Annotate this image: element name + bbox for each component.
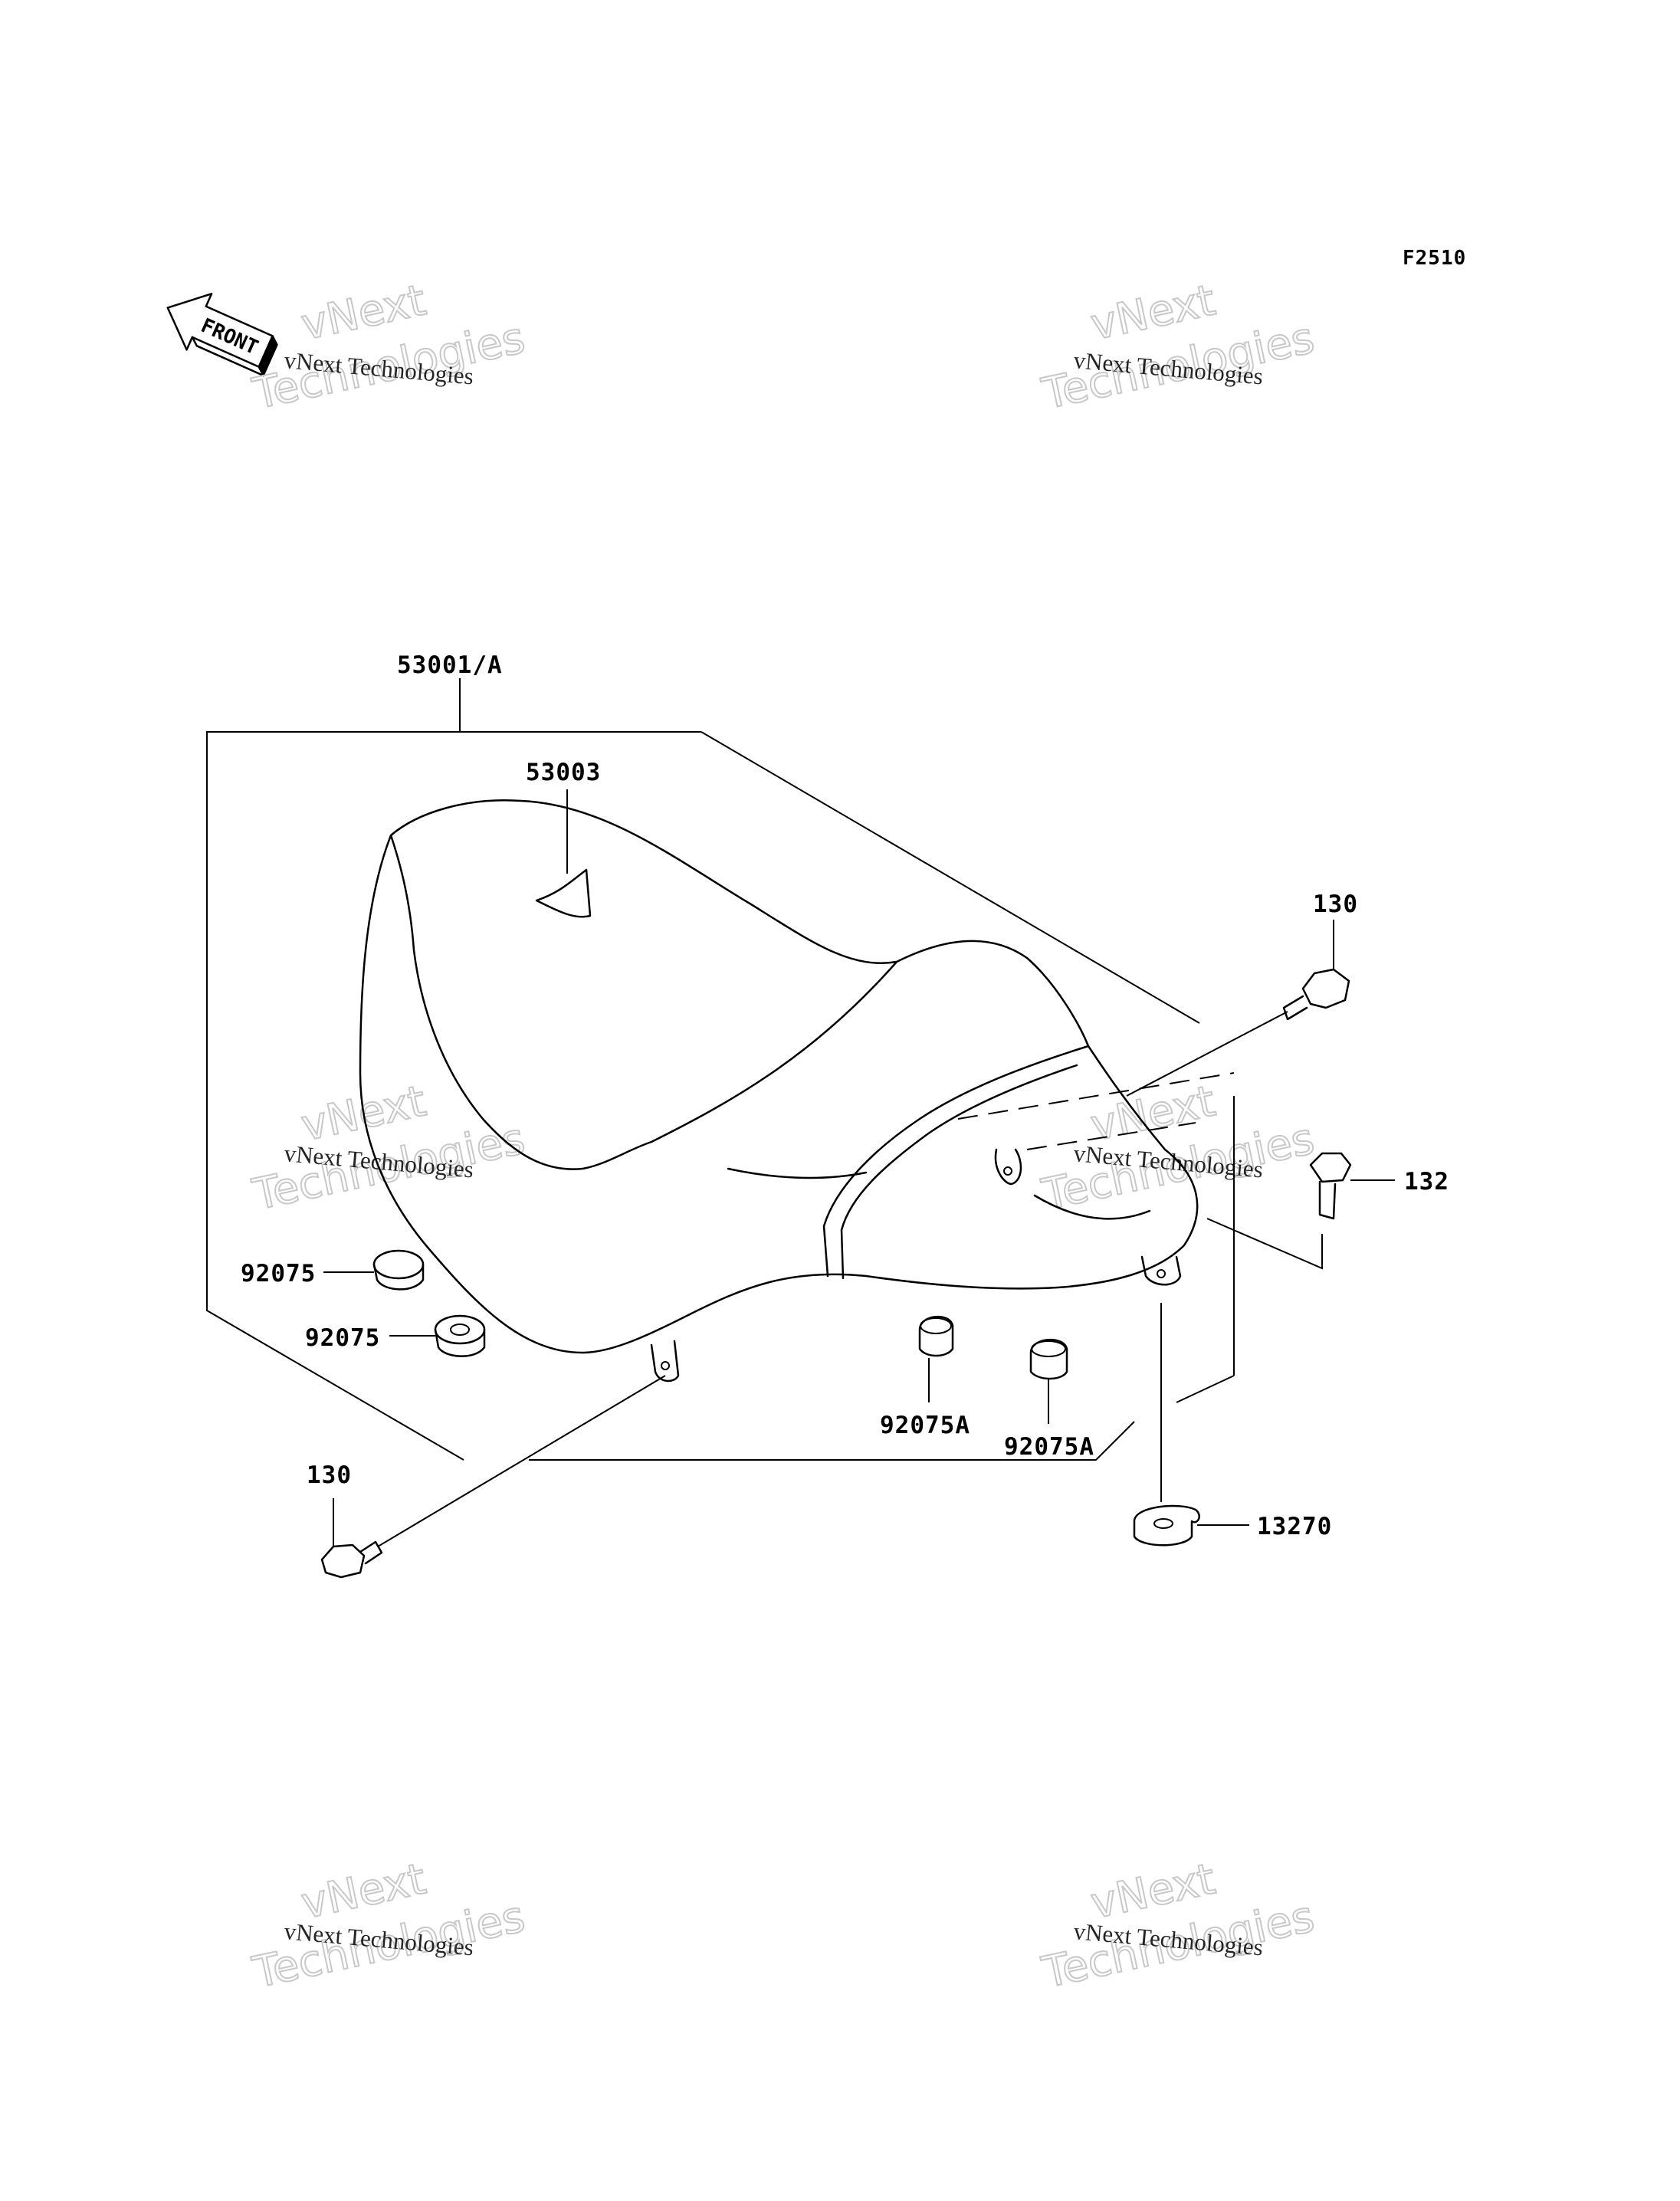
nut-13270 [1133, 1303, 1249, 1547]
callout-92075a-right: 92075A [1004, 1433, 1094, 1461]
callout-53001a: 53001/A [397, 651, 503, 679]
damper-92075-upper [323, 1249, 425, 1291]
damper-92075a-left [918, 1315, 954, 1402]
bolt-130-left [320, 1375, 666, 1579]
callout-53003: 53003 [526, 759, 601, 786]
callout-130-left: 130 [307, 1461, 352, 1489]
seat-assembly [359, 799, 1235, 1383]
watermark: vNext Technologies vNext Technologies vN… [248, 274, 1319, 1999]
bolt-130-right [1126, 920, 1350, 1097]
bolt-132 [1206, 1152, 1395, 1270]
assembly-bracket [206, 678, 1235, 1461]
front-arrow-icon: FRONT [166, 293, 278, 377]
damper-92075-lower [389, 1314, 486, 1357]
damper-92075a-right [1029, 1338, 1068, 1424]
callout-92075-upper: 92075 [241, 1260, 316, 1287]
callout-92075-lower: 92075 [305, 1324, 380, 1352]
figure-ref: F2510 [1403, 247, 1466, 270]
callout-132: 132 [1404, 1168, 1449, 1196]
seat-label-part [535, 789, 592, 918]
callout-130-right: 130 [1313, 891, 1358, 918]
callout-13270: 13270 [1257, 1513, 1332, 1540]
callout-92075a-left: 92075A [880, 1412, 970, 1439]
